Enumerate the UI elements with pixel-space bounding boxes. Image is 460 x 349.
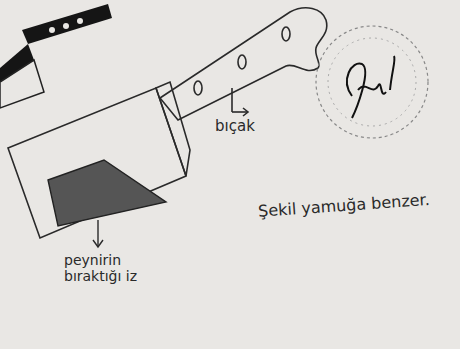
knife-label: bıçak (215, 118, 295, 135)
trace-label: peynirin bıraktığı iz (64, 252, 142, 284)
knife-handle (160, 8, 327, 120)
signature-stamp (316, 26, 428, 138)
small-knife (0, 4, 112, 108)
conclusion-note: Şekil yamuğa benzer. (258, 189, 455, 221)
blade-outline (8, 82, 190, 238)
trapezoid-trace (48, 160, 166, 247)
